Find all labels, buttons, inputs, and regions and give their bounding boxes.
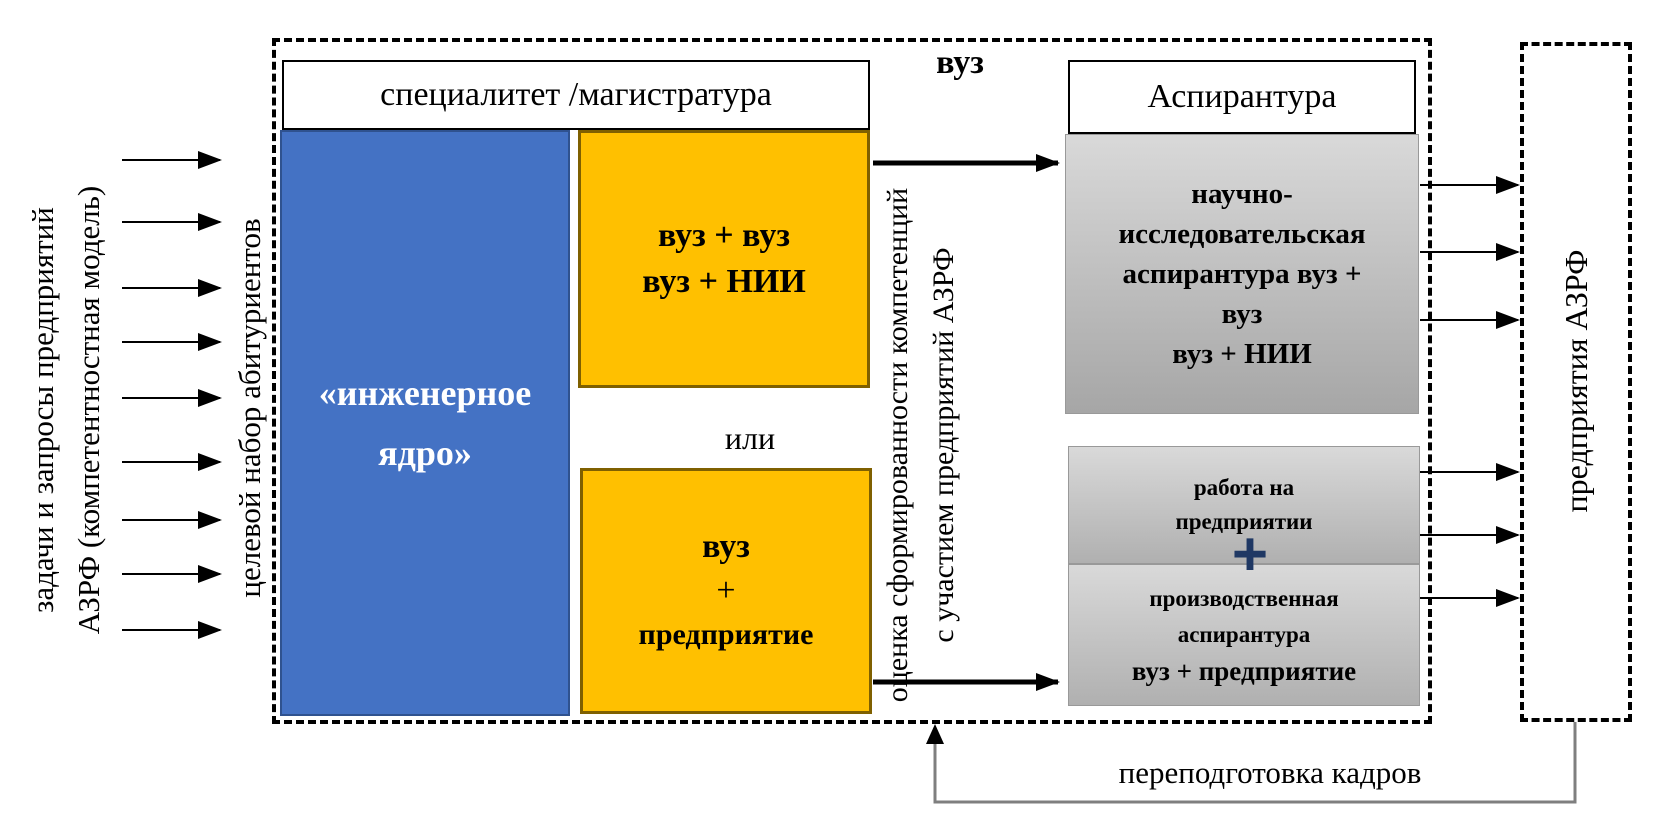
university-frame	[272, 38, 1432, 724]
work-line2: предприятии	[1175, 509, 1313, 534]
enterprise-requests-line2: АЗРФ (компетентностная модель)	[71, 185, 106, 635]
research-line1: научно-	[1191, 178, 1293, 210]
track-b-box: вуз + предприятие	[580, 468, 872, 714]
engineering-core-box: «инженерное ядро»	[280, 130, 570, 716]
specialist-master-header: специалитет /магистратура	[282, 60, 870, 130]
retraining-label: переподготовка кадров	[1118, 755, 1422, 790]
production-postgrad-box: производственная аспирантура вуз + предп…	[1068, 564, 1420, 706]
research-line2: исследовательская	[1118, 218, 1366, 250]
production-line3: вуз + предприятие	[1131, 656, 1357, 686]
enterprise-requests-label: задачи и запросы предприятий АЗРФ (компе…	[20, 120, 120, 700]
output-arrows	[1420, 176, 1520, 607]
enterprise-requests-line1: задачи и запросы предприятий	[25, 207, 60, 613]
enterprises-frame	[1520, 42, 1632, 722]
track-b-line2: +	[716, 572, 736, 609]
competency-assessment-label: оценка сформированности компетенций с уч…	[881, 187, 960, 703]
work-at-enterprise-box: работа на предприятии	[1068, 446, 1420, 564]
plus-sign: +	[1231, 520, 1269, 589]
track-b-line3: предприятие	[638, 618, 814, 651]
research-postgrad-box: научно- исследовательская аспирантура ву…	[1065, 134, 1419, 414]
or-label: или	[724, 420, 776, 456]
retraining-arrowhead	[926, 724, 944, 744]
research-line4: вуз	[1221, 298, 1263, 330]
university-title: вуз	[936, 44, 984, 81]
track-b-line1: вуз	[702, 528, 750, 565]
track-a-line2: вуз + НИИ	[642, 263, 806, 300]
track-a-box: вуз + вуз вуз + НИИ	[578, 130, 870, 388]
target-admission-label: целевой набор абитуриентов	[232, 218, 267, 598]
production-line2: аспирантура	[1177, 622, 1311, 647]
research-line5: вуз + НИИ	[1172, 338, 1312, 370]
work-line1: работа на	[1193, 475, 1295, 500]
postgraduate-header: Аспирантура	[1068, 60, 1416, 134]
track-a-line1: вуз + вуз	[657, 217, 791, 254]
input-arrows	[122, 151, 222, 639]
retraining-loop	[933, 722, 1577, 804]
enterprises-label: предприятия АЗРФ	[1558, 249, 1594, 513]
research-line3: аспирантура вуз +	[1122, 258, 1362, 290]
production-line1: производственная	[1149, 586, 1339, 611]
